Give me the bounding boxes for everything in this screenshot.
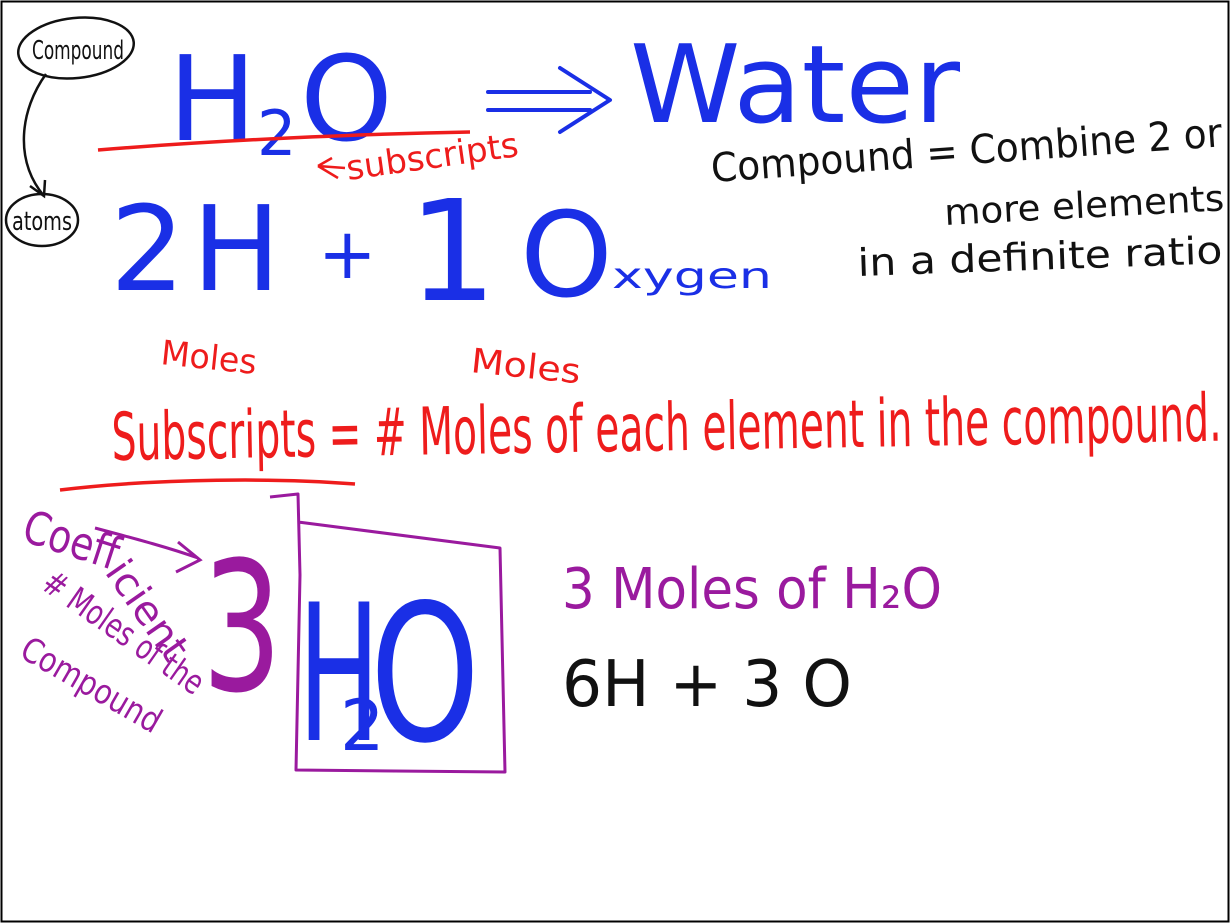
formula-o: O: [300, 30, 393, 168]
atoms-label-group: atoms: [4, 192, 80, 248]
boxed-h: H: [298, 564, 380, 785]
atom-o: O: [520, 186, 613, 324]
atom-h: H: [192, 180, 281, 318]
oxygen-suffix: xygen: [612, 256, 772, 297]
formula-h: H: [168, 30, 257, 168]
formula-box: [269, 492, 507, 774]
boxed-o: O: [370, 564, 480, 785]
boxed-subscript: 2: [340, 685, 385, 767]
formula-underline: [97, 130, 471, 152]
subscripts-arrow: [317, 156, 346, 180]
result-line-1: 3 Moles of H₂O: [562, 557, 942, 622]
formula-h2o-top: H 2 O: [168, 30, 393, 170]
moles-label-1: Moles: [159, 333, 259, 383]
result-line-2: 6H + 3 O: [562, 648, 852, 722]
atoms-equation: 2 H + 1 O xygen Moles Moles: [110, 171, 772, 392]
plus-sign: +: [318, 213, 377, 295]
rule-underline: [59, 478, 356, 492]
formula-subscript-2: 2: [257, 97, 296, 170]
atoms-label: atoms: [12, 207, 72, 237]
connector-arrowhead: [29, 179, 47, 199]
atoms-circle: [4, 192, 80, 248]
coefficient-number: 3: [202, 524, 282, 733]
arrow-to-water: [486, 66, 612, 134]
coefficient-arrow: [94, 526, 203, 574]
compound-label-group: Compound: [16, 16, 136, 80]
compound-atoms-connector: [22, 73, 48, 197]
coef-o: 1: [408, 171, 497, 334]
compound-circle: [16, 16, 136, 80]
compound-label: Compound: [32, 36, 124, 66]
coef-h: 2: [110, 180, 185, 318]
water-word: Water: [630, 23, 961, 148]
